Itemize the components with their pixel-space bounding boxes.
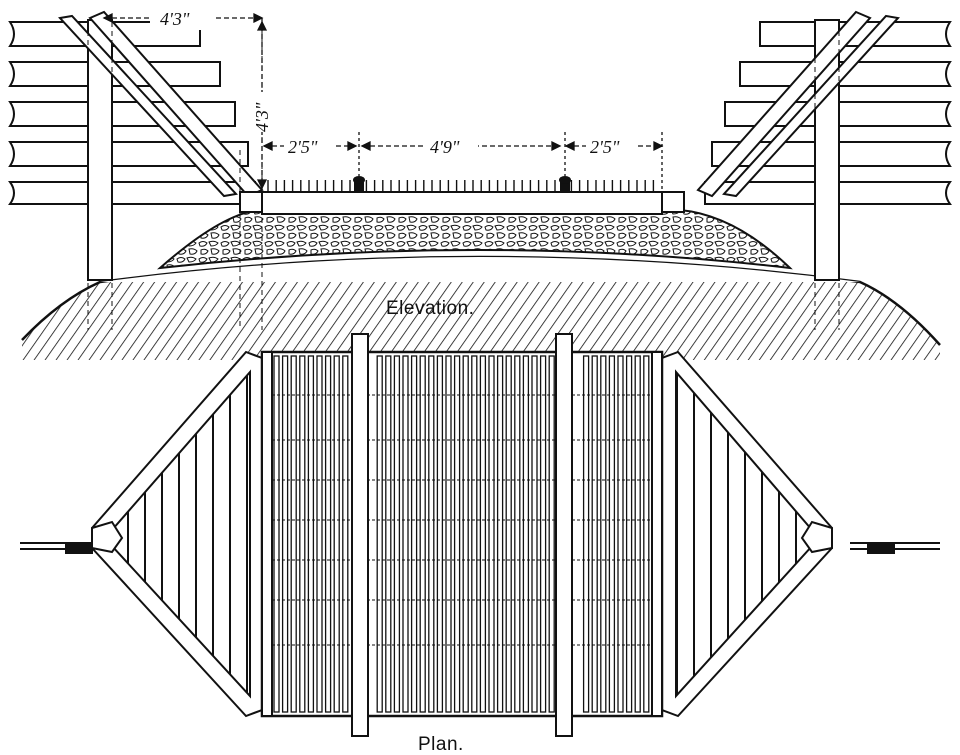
plan-slat [591,355,598,713]
plan-slat [496,355,504,713]
left-wing [91,350,263,718]
plan-slat [281,355,289,713]
middle-span-dimension: 4'9" [430,137,460,157]
plan-slat [445,355,452,713]
plan-slat [410,355,418,713]
plan-slat [479,355,487,713]
plan-slat [333,355,340,713]
plan-slat [299,355,306,713]
plan-slat [436,355,444,713]
elevation-slats [267,180,655,192]
plan-slat [539,355,547,713]
plan-slat [307,355,315,713]
right-wing-slats [676,373,797,695]
plan-slat [462,355,469,713]
plan-slat [617,355,624,713]
plan-slat [428,355,435,713]
plan-slat [608,355,616,713]
ballast-bed [156,209,793,270]
plan-view: Plan. [20,333,940,755]
fence-offset-dimension: 4'3" [160,9,190,29]
plan-slat [402,355,409,713]
plan-slat [273,355,280,713]
plan-caption: Plan. [418,734,464,755]
plan-slat [625,355,633,713]
elevation-caption: Elevation. [386,298,474,319]
plan-slat [324,355,332,713]
plan-slat [453,355,461,713]
plan-slat [290,355,297,713]
plan-slat [582,355,590,713]
right-span-dimension: 2'5" [590,137,620,157]
plan-slat [376,355,383,713]
dimension-labels: 4'3" 4'3" 2'5" 4'9" 2'5" [150,6,636,158]
plan-slat [522,355,530,713]
plan-rail-right [555,333,573,737]
plan-slat [643,355,650,713]
rail-right [559,176,571,192]
ground-embankment [21,255,941,360]
rail-left [353,176,365,192]
central-grating [260,333,664,737]
plan-slat [505,355,512,713]
plan-slat [488,355,495,713]
plan-slat [342,355,349,713]
plan-rail-left [351,333,369,737]
plan-slat [316,355,323,713]
plan-slat [600,355,607,713]
left-fence [8,10,264,330]
plan-slat [393,355,401,713]
right-fence [661,10,952,330]
right-wing [661,350,833,718]
dimension-lines [102,12,664,190]
left-span-dimension: 2'5" [288,137,318,157]
plan-slat [531,355,538,713]
elevation-view: 4'3" 4'3" 2'5" 4'9" 2'5" Elevation. [8,6,952,360]
plan-slat [419,355,426,713]
plan-slats [273,355,650,713]
plan-slat [548,355,555,713]
plan-slat [385,355,392,713]
plan-slat [471,355,478,713]
plan-slat [514,355,521,713]
left-wing-slats [127,375,248,693]
guard-pit [261,176,663,215]
plan-slat [634,355,641,713]
plan-crossbars [272,394,652,646]
height-dimension: 4'3" [252,102,272,132]
